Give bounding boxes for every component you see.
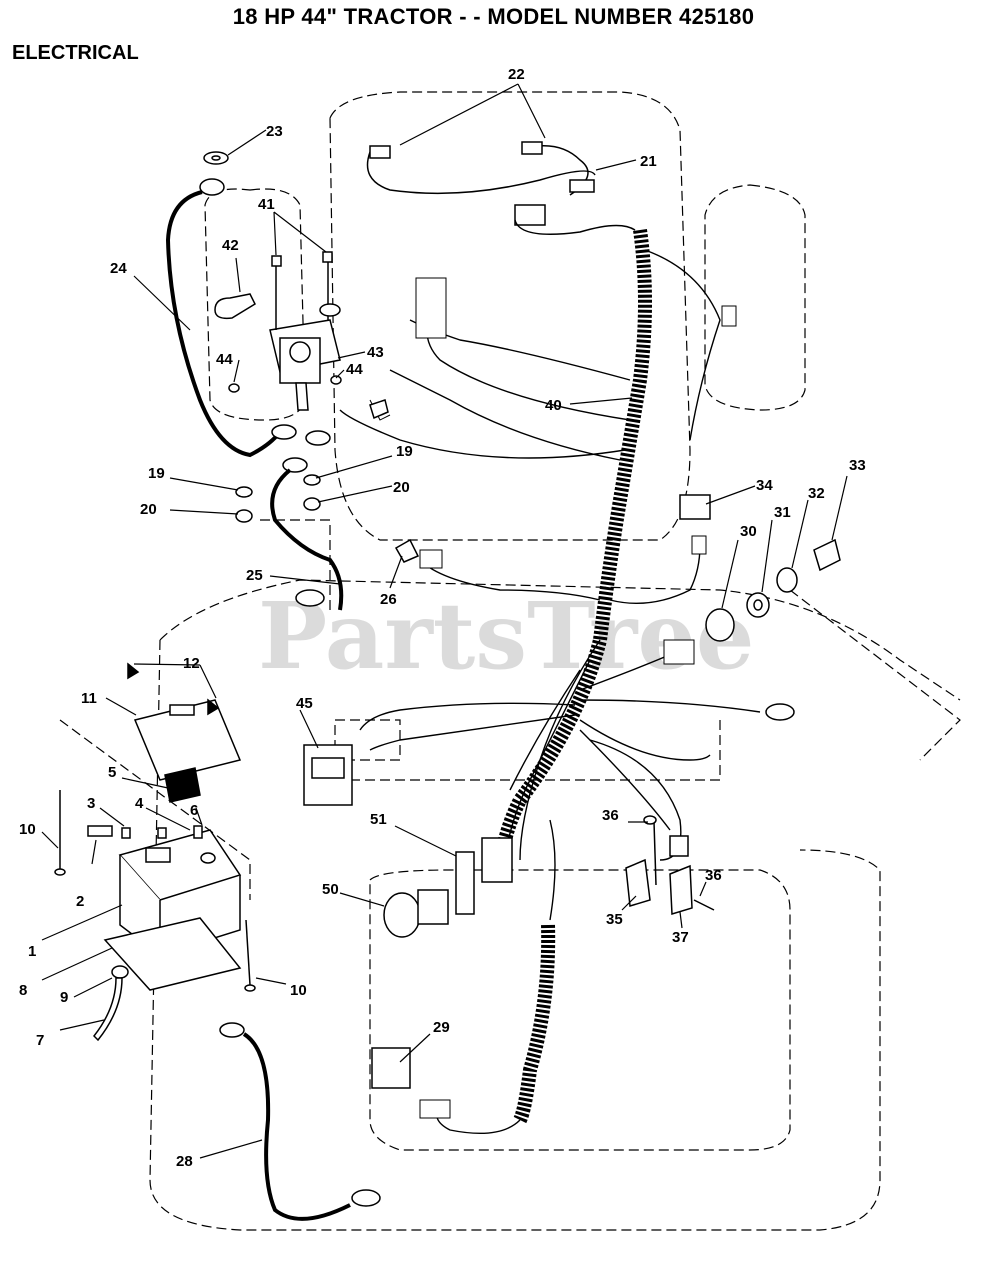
solenoid-cable — [165, 178, 297, 458]
callout-20-right: 20 — [393, 479, 410, 496]
callout-30: 30 — [740, 523, 757, 540]
callout-37: 37 — [672, 929, 689, 946]
callout-44-left: 44 — [216, 351, 233, 368]
callout-11: 11 — [81, 690, 97, 707]
callout-21: 21 — [640, 153, 657, 170]
callout-10-right: 10 — [290, 982, 307, 999]
callout-42: 42 — [222, 237, 239, 254]
callout-2: 2 — [76, 893, 84, 910]
callout-8: 8 — [19, 982, 27, 999]
callout-23: 23 — [266, 123, 283, 140]
callout-36-right: 36 — [705, 867, 722, 884]
callout-43: 43 — [367, 344, 384, 361]
callout-50: 50 — [322, 881, 339, 898]
callout-1: 1 — [28, 943, 36, 960]
callout-6: 6 — [190, 802, 198, 819]
callout-28: 28 — [176, 1153, 193, 1170]
callout-32: 32 — [808, 485, 825, 502]
callout-44-right: 44 — [346, 361, 363, 378]
callout-41: 41 — [258, 196, 275, 213]
interlock-switch-bracket — [625, 815, 715, 915]
callout-45: 45 — [296, 695, 313, 712]
watermark: PartsTree — [258, 582, 754, 690]
callout-4: 4 — [135, 795, 144, 812]
seat-switch-harness — [371, 924, 556, 1135]
callout-19-right: 19 — [396, 443, 413, 460]
washers-nuts — [203, 151, 321, 523]
starter-solenoid — [214, 251, 342, 411]
leader-lines — [41, 83, 848, 1159]
callout-10-left: 10 — [19, 821, 36, 838]
callout-24: 24 — [110, 260, 127, 277]
callout-36-top: 36 — [602, 807, 619, 824]
callout-31: 31 — [774, 504, 791, 521]
tractor-outline — [59, 91, 961, 1231]
callout-5: 5 — [108, 764, 116, 781]
callout-labels: 22 21 23 41 42 24 44 43 44 40 19 20 19 2… — [19, 66, 866, 1170]
ground-cable — [219, 1022, 381, 1221]
callout-22: 22 — [508, 66, 525, 83]
callout-33: 33 — [849, 457, 866, 474]
callout-40: 40 — [545, 397, 562, 414]
callout-25: 25 — [246, 567, 263, 584]
callout-34: 34 — [756, 477, 773, 494]
callout-51: 51 — [370, 811, 387, 828]
starter-cable — [270, 430, 344, 611]
battery-assembly — [54, 662, 256, 1042]
small-components — [303, 303, 841, 938]
callout-9: 9 — [60, 989, 68, 1006]
section-label: ELECTRICAL — [12, 42, 139, 64]
callout-7: 7 — [36, 1032, 44, 1049]
callout-20-left: 20 — [140, 501, 157, 518]
page-title: 18 HP 44" TRACTOR - - MODEL NUMBER 42518… — [232, 4, 755, 29]
main-wire-harness — [339, 229, 761, 921]
callout-26: 26 — [380, 591, 397, 608]
callout-35: 35 — [606, 911, 623, 928]
headlight-harness — [366, 141, 636, 235]
callout-12: 12 — [183, 655, 200, 672]
callout-3: 3 — [87, 795, 95, 812]
callout-19-left: 19 — [148, 465, 165, 482]
callout-29: 29 — [433, 1019, 450, 1036]
